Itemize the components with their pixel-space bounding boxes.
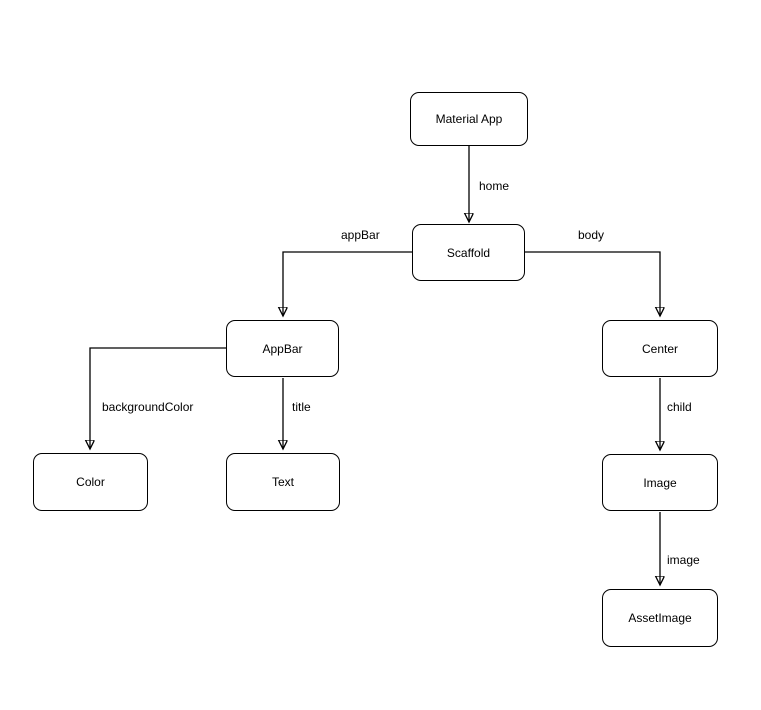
node-material-app[interactable]: Material App [410, 92, 528, 146]
edge-label-home: home [478, 179, 511, 193]
edge-label-appbar: appBar [340, 228, 381, 242]
node-scaffold[interactable]: Scaffold [412, 224, 525, 281]
edge-label-body: body [577, 228, 606, 242]
edge-body-line [525, 251, 660, 316]
node-image-label: Image [643, 475, 677, 490]
edge-appbar-line [283, 251, 412, 316]
node-color-label: Color [76, 475, 105, 489]
node-center-label: Center [641, 341, 679, 356]
node-assetimage[interactable]: AssetImage [602, 589, 718, 647]
node-image[interactable]: Image [602, 454, 718, 511]
node-text[interactable]: Text [226, 453, 340, 511]
edge-backgroundcolor-line [90, 347, 226, 449]
node-assetimage-label: AssetImage [628, 611, 692, 625]
node-appbar[interactable]: AppBar [226, 320, 339, 377]
edge-label-title: title [291, 400, 312, 414]
node-appbar-label: AppBar [262, 341, 303, 356]
edge-label-backgroundcolor: backgroundColor [101, 400, 195, 414]
node-material-app-label: Material App [435, 112, 503, 126]
edge-label-child: child [666, 400, 693, 414]
node-scaffold-label: Scaffold [446, 245, 491, 260]
node-text-label: Text [271, 475, 294, 489]
node-center[interactable]: Center [602, 320, 718, 377]
node-color[interactable]: Color [33, 453, 148, 511]
edge-label-image: image [666, 553, 701, 567]
